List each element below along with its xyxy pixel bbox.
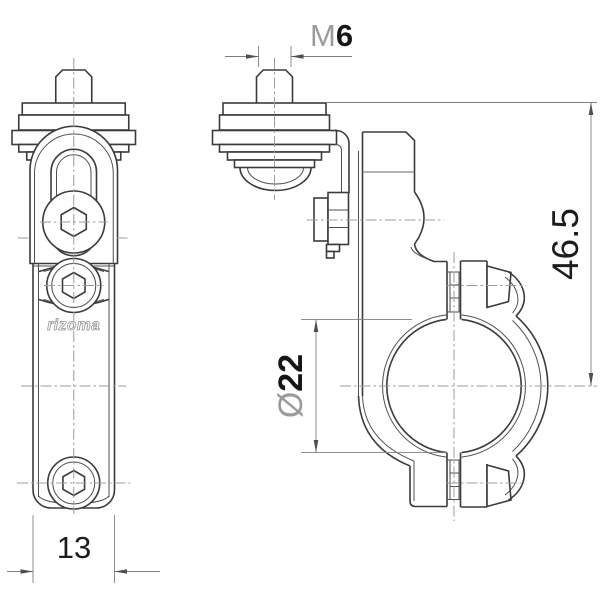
side-view-centerlines: [274, 58, 597, 521]
arrow-left-icon: [114, 569, 127, 574]
boss-bulge: [413, 191, 425, 245]
front-view-centerlines: [17, 58, 131, 514]
arm-elbow: [335, 129, 350, 193]
front-view: rizoma: [11, 58, 137, 514]
pivot-nut: [313, 191, 350, 259]
clamp-nut-bottom: [486, 463, 512, 508]
dimension-arm-width: 13: [7, 515, 160, 583]
dimension-label-clamp-diameter: Ø22: [272, 354, 310, 418]
clamp-nut-top: [486, 264, 512, 309]
dimension-overall-height: 46.5: [327, 102, 597, 386]
dimension-clamp-diameter: Ø22: [272, 318, 447, 454]
arrow-right-icon: [20, 569, 33, 574]
clamp-ring: [357, 260, 549, 508]
dimension-label-overall-height: 46.5: [545, 208, 586, 280]
dimension-label-thread: M6: [310, 18, 353, 53]
arrow-down-icon: [588, 373, 594, 386]
arrow-down-icon: [313, 440, 319, 453]
arrow-left-icon: [291, 54, 304, 59]
arrow-up-icon: [588, 102, 594, 115]
bracket-plate: [358, 131, 447, 396]
clamp-top-lug: [446, 260, 526, 320]
dimension-thread: M6: [225, 18, 353, 67]
side-view: [211, 58, 597, 521]
dimension-label-arm-width: 13: [57, 530, 91, 565]
ball-joint-dome: [239, 167, 312, 192]
arrow-right-icon: [246, 54, 259, 59]
clamp-bottom-lug: [409, 452, 526, 508]
arrow-up-icon: [313, 319, 319, 332]
